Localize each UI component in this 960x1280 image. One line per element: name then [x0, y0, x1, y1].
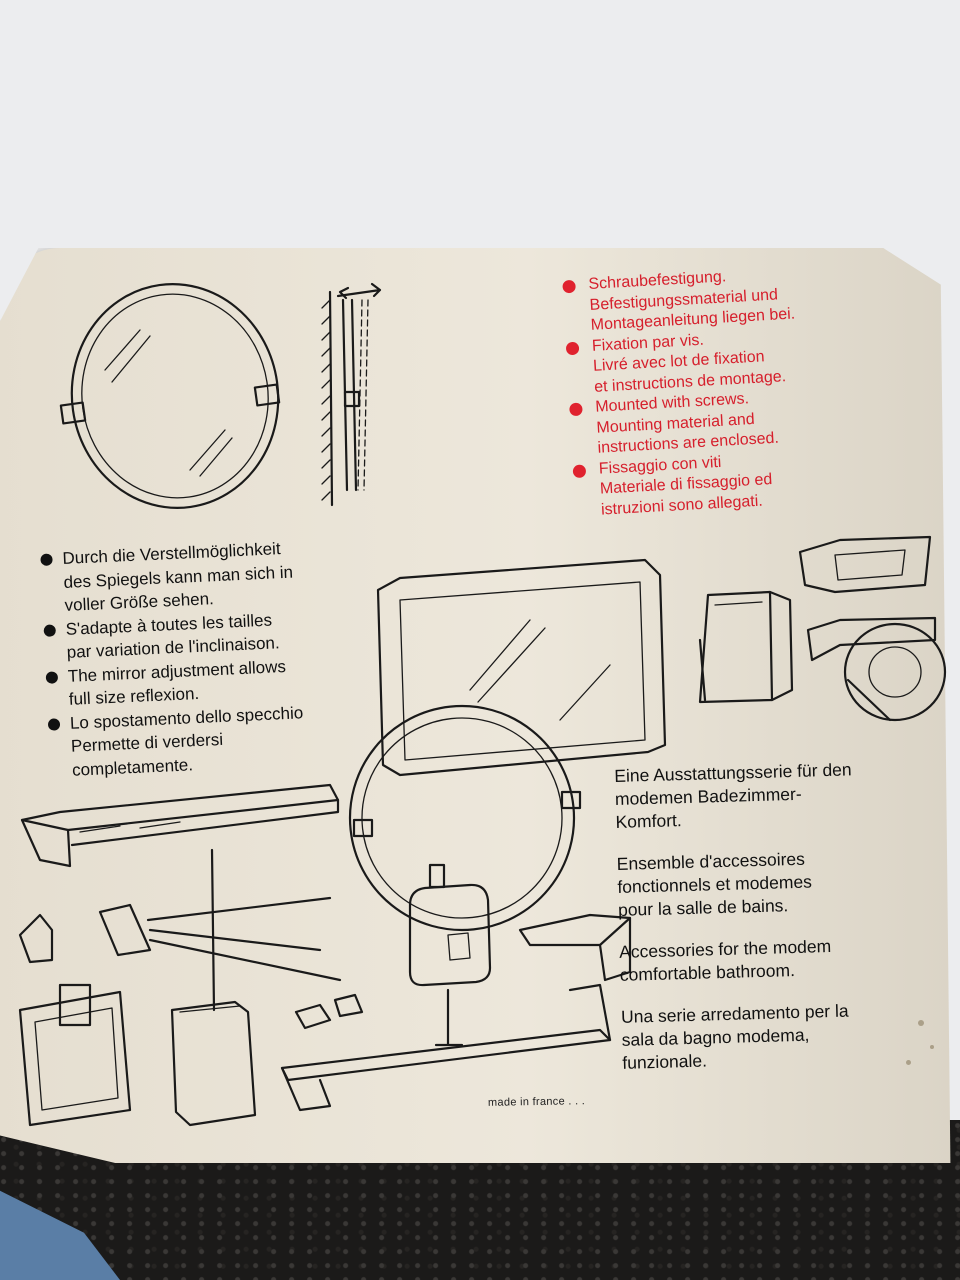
- swing-rail-drawing: [98, 848, 342, 1012]
- red-bullet-icon: [565, 341, 580, 355]
- adjustment-item-it: Lo spostamento dello specchio Permette d…: [47, 698, 370, 783]
- series-paragraph-it: Una serie arredamento per la sala da bag…: [621, 997, 943, 1075]
- small-shelf-drawing: [518, 913, 632, 982]
- toilet-brush-drawing: [170, 1000, 257, 1127]
- side-profile-drawing: [321, 282, 382, 507]
- adjustment-info: Durch die Verstellmöglichkeit des Spiege…: [40, 533, 370, 782]
- black-bullet-icon: [43, 623, 57, 637]
- series-paragraph-de: Eine Ausstattungsserie für den modemen B…: [614, 756, 936, 834]
- series-description: Eine Ausstattungsserie für den modemen B…: [614, 756, 943, 1094]
- round-mirror-drawing: [59, 283, 281, 509]
- series-paragraph-fr: Ensemble d'accessoires fonctionnels et m…: [616, 844, 938, 922]
- black-bullet-icon: [47, 717, 61, 731]
- tumbler-holder-drawing: [698, 590, 794, 704]
- red-bullet-icon: [562, 279, 576, 294]
- stain-mark: [930, 1045, 934, 1049]
- stand-mirror-drawing: [348, 704, 582, 1047]
- red-bullet-icon: [572, 463, 587, 478]
- black-bullet-icon: [40, 553, 53, 566]
- black-bullet-icon: [45, 670, 59, 684]
- stain-mark: [906, 1060, 911, 1065]
- soap-dish-drawing: [798, 535, 932, 594]
- towel-bar-drawing: [280, 983, 612, 1112]
- soap-dispenser-drawing: [408, 863, 492, 987]
- made-in-label: made in france . . .: [487, 1095, 586, 1109]
- towel-ring-drawing: [18, 983, 132, 1127]
- red-bullet-icon: [569, 402, 583, 417]
- stain-mark: [918, 1020, 924, 1026]
- series-paragraph-en: Accessories for the modem comfortable ba…: [619, 932, 940, 987]
- mounting-info: Schraubefestigung. Befestigungssmaterial…: [562, 259, 883, 521]
- rect-mirror-drawing: [376, 558, 667, 777]
- glass-shelf-drawing: [20, 783, 340, 868]
- toilet-roll-drawing: [806, 616, 947, 722]
- hooks-drawing: [18, 913, 364, 1030]
- packaging-card: [0, 248, 951, 1163]
